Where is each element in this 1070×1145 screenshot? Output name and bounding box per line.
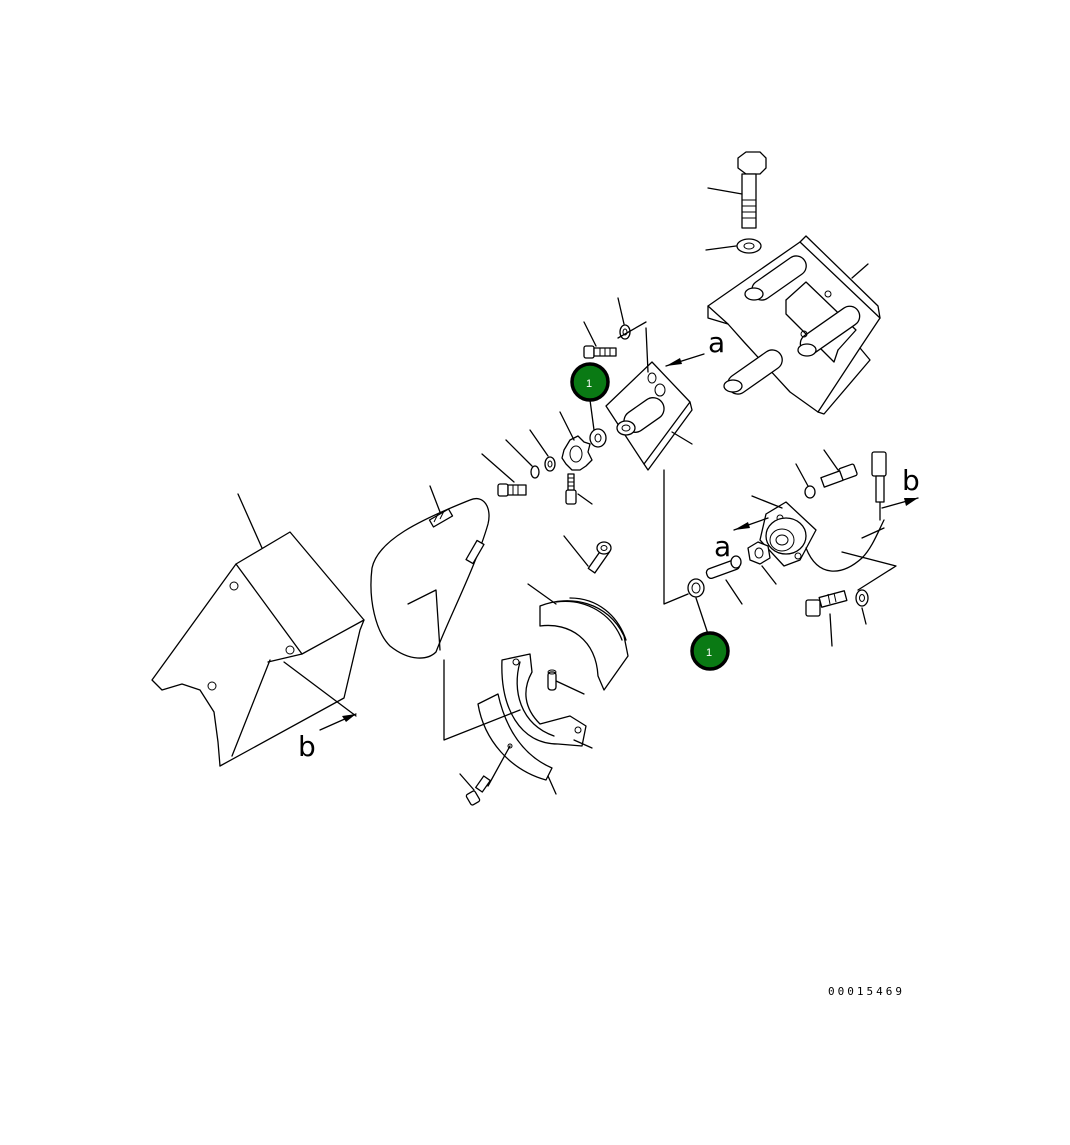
callout-number-upper: 1 xyxy=(586,378,592,390)
stud-rod xyxy=(563,535,612,574)
sleeve-shaft xyxy=(705,555,743,605)
view-label-b-right: b xyxy=(902,464,920,497)
curved-cover xyxy=(477,693,557,795)
sensor-bolt-bottom xyxy=(805,590,848,647)
cable-plate xyxy=(370,485,490,659)
sensor-bolt-top xyxy=(820,449,858,488)
spacer-collar xyxy=(589,428,607,448)
callout-1-lower: 1 xyxy=(690,597,730,671)
view-arrow-b-right: b xyxy=(881,464,920,509)
sensor-flange xyxy=(751,495,885,572)
guard-cover xyxy=(151,493,365,767)
cover-bolt xyxy=(459,773,491,806)
view-arrow-a-upper: a xyxy=(665,326,725,367)
callout-number-lower: 1 xyxy=(706,647,712,659)
bearing-seal-ring xyxy=(501,653,593,749)
gear-washer xyxy=(559,411,593,471)
upper-bracket xyxy=(707,235,881,415)
callout-1-upper: 1 xyxy=(570,362,610,431)
bushing xyxy=(687,578,705,598)
view-label-a-lower: a xyxy=(714,530,731,563)
hex-bolt-1 xyxy=(481,453,527,497)
view-label-a-upper: a xyxy=(708,326,725,359)
flat-washer-2 xyxy=(505,439,540,479)
sensor-connector xyxy=(861,451,887,539)
sensor-washer-bottom xyxy=(841,551,897,625)
sensor-washer-top xyxy=(795,463,816,499)
hex-nut xyxy=(747,541,777,585)
flat-washer-1 xyxy=(529,429,556,472)
top-bolt xyxy=(707,151,767,229)
drawing-number: 00015469 xyxy=(828,985,905,998)
view-label-b-left: b xyxy=(298,730,316,763)
bearing-housing-half xyxy=(527,583,629,691)
view-arrow-b-left: b xyxy=(298,713,357,763)
view-arrow-a-lower: a xyxy=(714,517,769,563)
mounting-plate xyxy=(605,321,693,471)
plate-bolt xyxy=(583,321,617,359)
pin xyxy=(547,669,557,691)
vertical-bolt xyxy=(565,473,593,505)
top-washer xyxy=(705,238,762,254)
